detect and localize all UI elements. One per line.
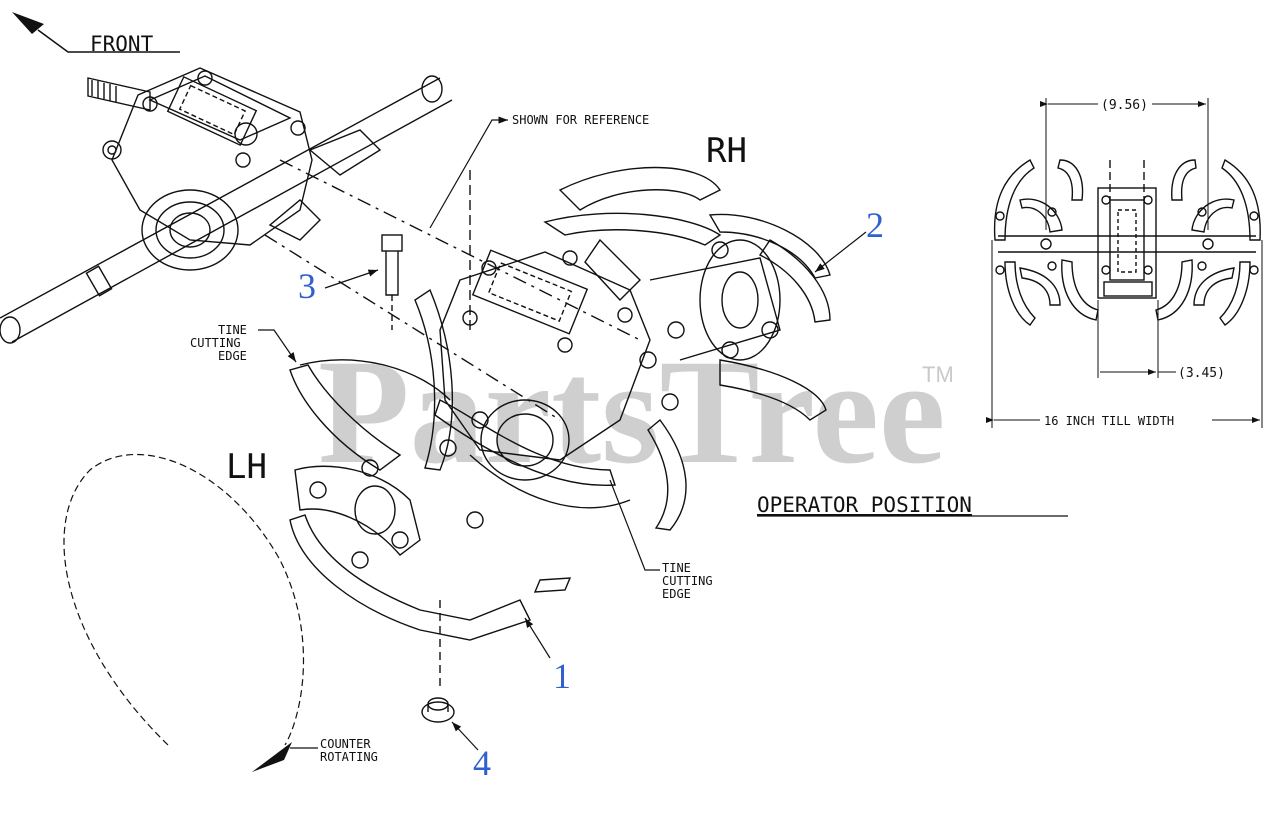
dim-3-45: (3.45) <box>1178 366 1225 381</box>
callout-2[interactable]: 2 <box>866 205 884 245</box>
tine-left-line3: EDGE <box>218 349 247 363</box>
operator-position-label: OPERATOR POSITION <box>757 493 972 517</box>
operator-position-view <box>986 98 1263 428</box>
tine-left-line2: CUTTING <box>190 336 241 350</box>
tine-right-line1: TINE <box>662 561 691 575</box>
rotation-arrow-icon <box>252 742 292 772</box>
transmission-assembly <box>0 67 453 344</box>
watermark-text: PartsTree <box>318 329 945 495</box>
rotation-indicator: COUNTER ROTATING <box>63 454 378 772</box>
callout-leaders <box>324 231 867 751</box>
tine-edge-note-right: TINE CUTTING EDGE <box>609 479 713 601</box>
dim-till-width: 16 INCH TILL WIDTH <box>1044 414 1174 428</box>
tine-edge-note-left: TINE CUTTING EDGE <box>190 323 297 363</box>
rotating-label: ROTATING <box>320 750 378 764</box>
lh-tine-assembly <box>289 288 631 690</box>
tine-right-line2: CUTTING <box>662 574 713 588</box>
flange-nut <box>421 697 455 723</box>
callout-4[interactable]: 4 <box>473 743 491 783</box>
callout-3[interactable]: 3 <box>298 266 316 306</box>
rh-label: RH <box>706 131 747 171</box>
reference-note: SHOWN FOR REFERENCE <box>429 113 649 229</box>
tine-left-line1: TINE <box>218 323 247 337</box>
watermark-tm: TM <box>922 362 954 387</box>
tine-right-line3: EDGE <box>662 587 691 601</box>
counter-label: COUNTER <box>320 737 371 751</box>
callout-1[interactable]: 1 <box>553 656 571 696</box>
tiller-core <box>264 159 781 481</box>
dim-9-56: (9.56) <box>1101 98 1148 113</box>
front-arrow-icon <box>12 12 44 34</box>
rh-tine-assembly <box>543 166 831 531</box>
front-label: FRONT <box>90 32 154 56</box>
lh-label: LH <box>226 447 267 487</box>
watermark: PartsTree TM <box>318 329 954 495</box>
front-indicator: FRONT <box>12 12 180 56</box>
shown-for-reference-label: SHOWN FOR REFERENCE <box>512 113 649 127</box>
